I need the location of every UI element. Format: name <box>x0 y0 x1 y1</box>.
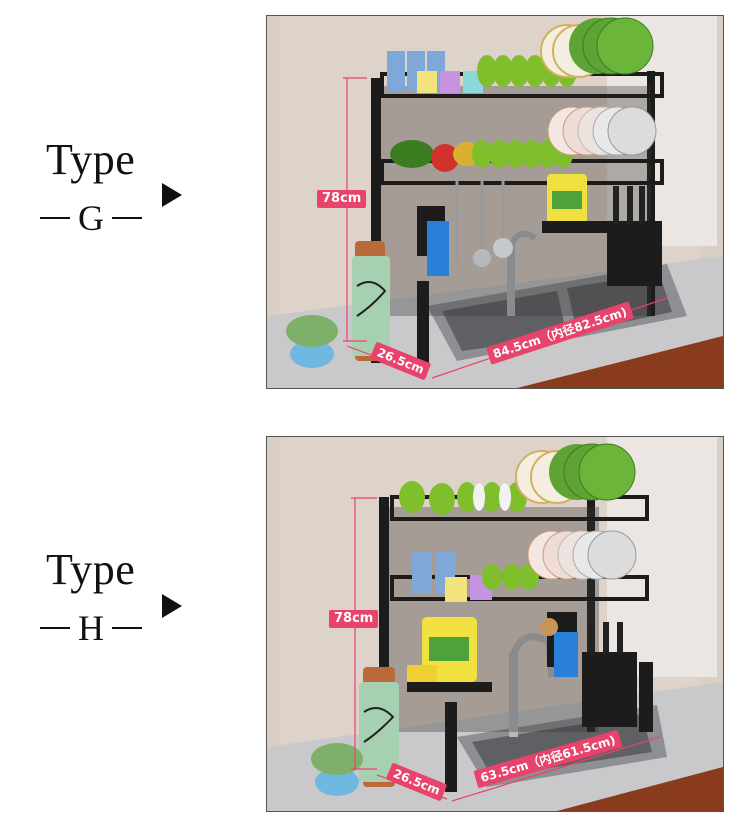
type-code-letter: H <box>78 608 104 648</box>
plant-pot <box>290 340 334 368</box>
rack-illustration-g <box>267 16 723 388</box>
plant <box>286 315 338 347</box>
rack-illustration-h <box>267 437 723 811</box>
type-code-row: G <box>40 200 142 236</box>
product-photo-h: 78cm 26.5cm 63.5cm（内径61.5cm) <box>266 436 724 812</box>
dimension-height-tag: 78cm <box>329 610 379 628</box>
cabinet <box>517 336 723 388</box>
type-code-letter: G <box>78 198 104 238</box>
type-h-label: Type H <box>40 548 170 658</box>
play-arrow-icon <box>162 183 182 207</box>
rack-post-left <box>371 78 381 363</box>
dash-right <box>112 627 142 629</box>
type-code-row: H <box>40 610 142 646</box>
cabinet <box>557 767 723 811</box>
plant <box>311 743 363 775</box>
knife-block <box>607 221 662 286</box>
rack-post-left <box>379 497 389 787</box>
play-arrow-icon <box>162 594 182 618</box>
type-g-label: Type G <box>40 138 170 248</box>
rack-post-right <box>587 492 595 732</box>
rack-post-right <box>647 71 655 316</box>
product-photo-g: 78cm 26.5cm 84.5cm（内径82.5cm) <box>266 15 724 389</box>
dash-right <box>112 217 142 219</box>
utensil-holder <box>554 632 578 677</box>
dash-left <box>40 627 70 629</box>
type-word: Type <box>46 545 136 594</box>
dash-left <box>40 217 70 219</box>
knife-block <box>582 652 637 727</box>
cutting-board-green <box>359 682 399 782</box>
dimension-height-tag: 78cm <box>317 190 367 208</box>
type-word: Type <box>46 135 136 184</box>
utensil-holder <box>427 221 449 276</box>
plant-pot <box>315 768 359 796</box>
